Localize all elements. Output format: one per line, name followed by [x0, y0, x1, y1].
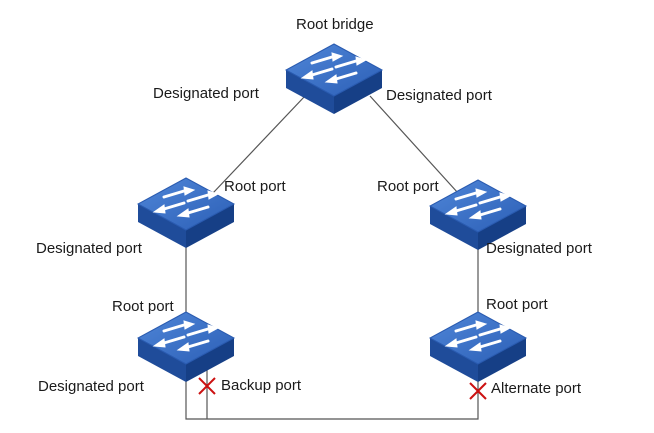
root-bridge-label: Root bridge [296, 16, 374, 33]
bottom-right-root-port-label: Root port [486, 296, 548, 313]
link-bottom-shared-segment [185, 370, 479, 420]
switch-icon-bottom-right [428, 310, 528, 384]
root-designated-port-right-label: Designated port [386, 87, 492, 104]
bottom-left-designated-port-label: Designated port [38, 378, 144, 395]
switch-icon-root-bridge [284, 42, 384, 116]
blocked-x-icon-backup [198, 377, 216, 395]
bottom-left-backup-port-label: Backup port [221, 377, 302, 394]
link-root-to-left [212, 95, 306, 194]
mid-right-designated-port-label: Designated port [486, 240, 592, 257]
blocked-x-icon-alternate [469, 382, 487, 400]
bottom-left-root-port-label: Root port [112, 298, 174, 315]
bottom-right-alternate-port-label: Alternate port [491, 380, 582, 397]
mid-left-root-port-label: Root port [224, 178, 286, 195]
link-root-to-right [369, 95, 459, 194]
switch-icon-bottom-left [136, 310, 236, 384]
mid-right-root-port-label: Root port [377, 178, 439, 195]
root-designated-port-left-label: Designated port [153, 85, 259, 102]
mid-left-designated-port-label: Designated port [36, 240, 142, 257]
switch-icon-mid-left [136, 176, 236, 250]
